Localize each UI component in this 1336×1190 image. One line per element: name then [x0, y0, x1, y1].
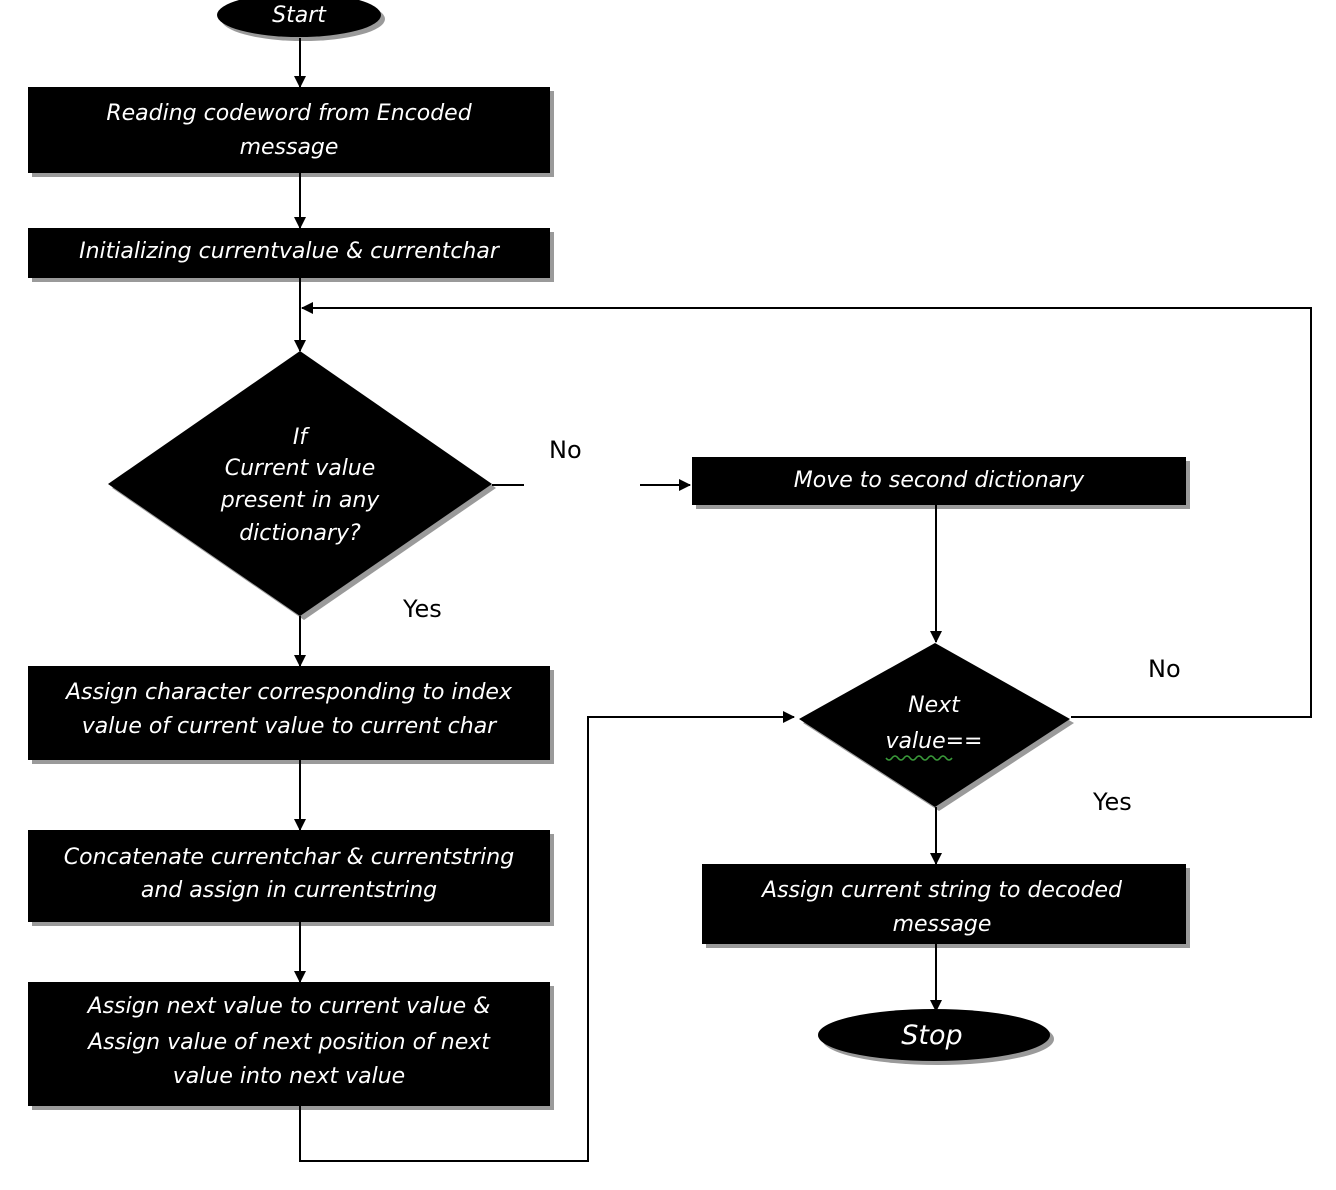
node-assign-character-line-1: Assign character corresponding to index	[64, 680, 513, 705]
node-initialize-label: Initializing currentvalue & currentchar	[79, 239, 501, 264]
node-assign-next-value-line-2: Assign value of next position of next	[86, 1030, 491, 1055]
edge-label-next-no: No	[1148, 655, 1181, 683]
node-stop: Stop	[818, 1009, 1050, 1061]
edges	[294, 38, 1312, 1162]
edge-label-present-yes: Yes	[402, 595, 442, 623]
node-decision-next-line-2: value==	[886, 729, 983, 754]
node-start: Start	[217, 0, 381, 37]
edge-assign-next-to-next-decision	[299, 711, 795, 1162]
edge-next-no-loop-back	[301, 302, 1312, 718]
edge-label-next-yes: Yes	[1092, 788, 1132, 816]
node-stop-label: Stop	[901, 1020, 962, 1051]
node-decision-present-line-1: If	[293, 425, 310, 450]
node-assign-decoded: Assign current string to decoded message	[702, 864, 1186, 944]
node-decision-present: If Current value present in any dictiona…	[108, 351, 492, 616]
node-initialize: Initializing currentvalue & currentchar	[28, 228, 550, 278]
node-decision-next: Next value==	[799, 643, 1070, 807]
node-assign-decoded-line-2: message	[893, 912, 992, 937]
spellcheck-underline	[885, 755, 953, 761]
node-decision-present-line-3: present in any	[220, 488, 381, 513]
edge-label-present-no: No	[549, 436, 582, 464]
node-concatenate-line-1: Concatenate currentchar & currentstring	[64, 845, 514, 870]
node-move-second-dictionary: Move to second dictionary	[692, 457, 1186, 505]
node-concatenate: Concatenate currentchar & currentstring …	[28, 830, 550, 922]
node-decision-next-line-1: Next	[908, 693, 961, 718]
node-read-codeword: Reading codeword from Encoded message	[28, 87, 550, 173]
node-read-codeword-line-2: message	[240, 135, 339, 160]
node-assign-next-value-line-3: value into next value	[173, 1064, 405, 1089]
node-assign-next-value-line-1: Assign next value to current value &	[86, 994, 491, 1019]
node-assign-character: Assign character corresponding to index …	[28, 666, 550, 760]
node-assign-decoded-line-1: Assign current string to decoded	[760, 878, 1123, 903]
node-decision-present-line-2: Current value	[225, 456, 376, 481]
node-concatenate-line-2: and assign in currentstring	[141, 878, 437, 903]
node-move-second-dictionary-label: Move to second dictionary	[794, 468, 1085, 493]
node-assign-character-line-2: value of current value to current char	[82, 714, 498, 739]
node-start-label: Start	[272, 3, 327, 28]
node-decision-present-line-4: dictionary?	[239, 521, 361, 546]
node-assign-next-value: Assign next value to current value & Ass…	[28, 982, 550, 1106]
node-read-codeword-line-1: Reading codeword from Encoded	[106, 101, 472, 126]
